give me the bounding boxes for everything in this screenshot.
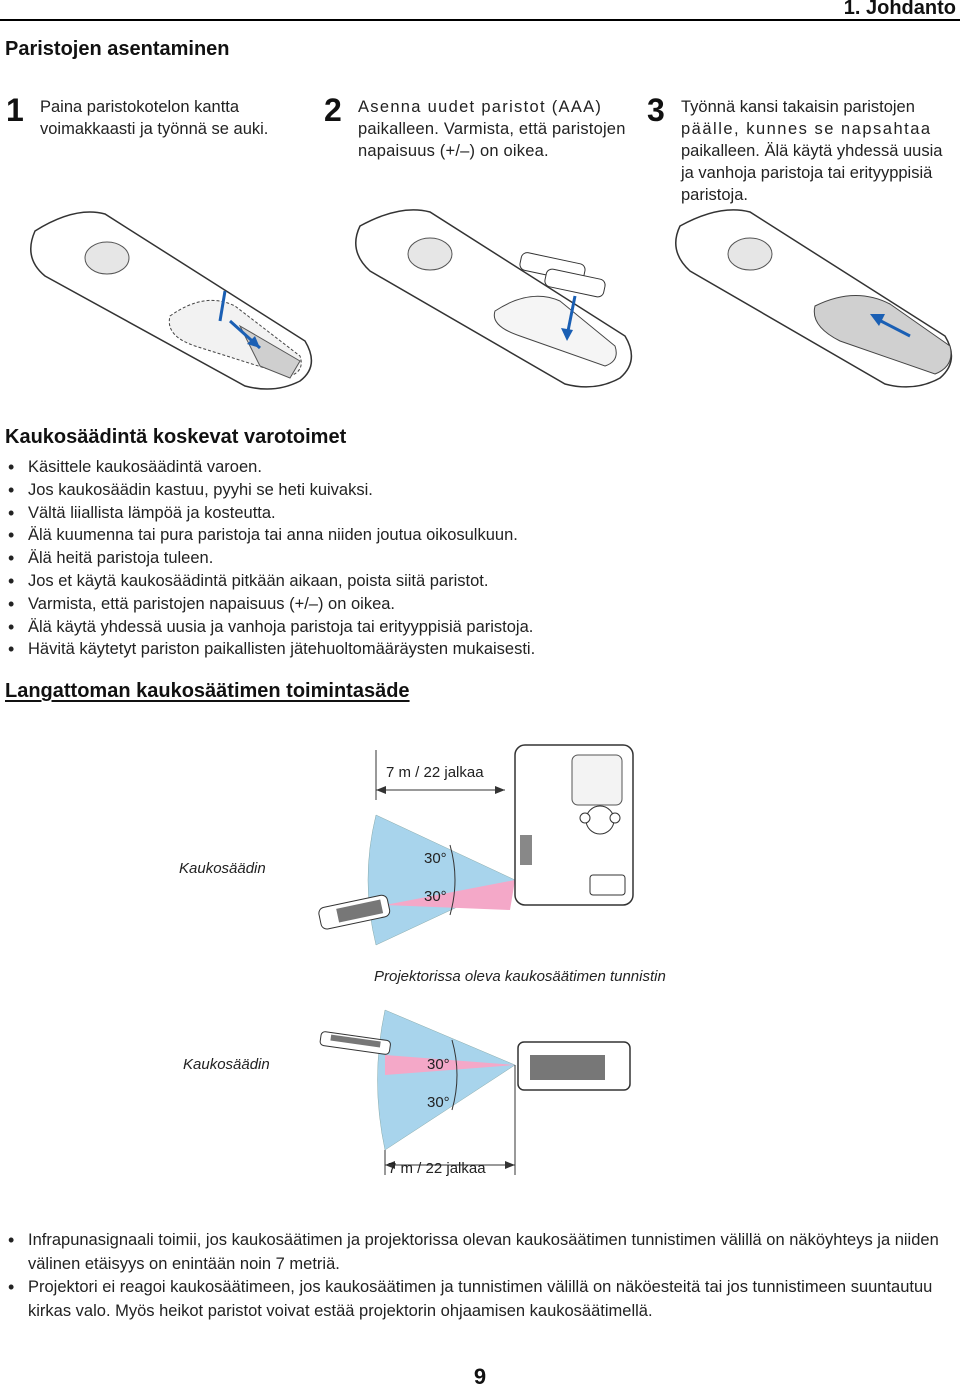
distance-label: 7 m / 22 jalkaa: [386, 764, 484, 781]
coverage-cone: [377, 1009, 516, 1151]
step-line: paikalleen. Älä käytä yhdessä uusia: [681, 142, 943, 160]
sensor-label: Projektorissa oleva kaukosäätimen tunnis…: [374, 968, 666, 985]
remote-button-icon: [727, 237, 773, 271]
remote-control-icon: [319, 1031, 391, 1055]
remote-close-cover-illustration: [675, 209, 953, 388]
range-diagram-top: 7 m / 22 jalkaa Kaukosäädin 30° 30° Proj…: [0, 740, 960, 990]
coverage-cone: [367, 814, 516, 946]
battery-icon: [544, 268, 606, 298]
step-line: napaisuus (+/–) on oikea.: [358, 142, 549, 160]
header-rule: [0, 19, 960, 21]
list-item: Hävitä käytetyt pariston paikallisten jä…: [8, 638, 535, 661]
range-diagram-bottom-graphic: [319, 1009, 631, 1175]
chapter-title: 1. Johdanto: [843, 0, 956, 19]
step-line: paikalleen. Varmista, että paristojen: [358, 120, 626, 138]
step-number: 1: [6, 92, 24, 128]
step-text: Työnnä kansi takaisin paristojen päälle,…: [681, 96, 942, 206]
step-line: Asenna uudet paristot (AAA): [358, 98, 603, 116]
step-number: 3: [647, 92, 665, 128]
distance-label: 7 m / 22 jalkaa: [388, 1160, 486, 1177]
step-line: Paina paristokotelon kantta: [40, 98, 240, 116]
section-title-precautions: Kaukosäädintä koskevat varotoimet: [5, 426, 347, 448]
remote-button-icon: [84, 241, 130, 275]
range-diagram-top-graphic: [318, 744, 634, 946]
step-text: Paina paristokotelon kantta voimakkaasti…: [40, 96, 268, 140]
step-number: 2: [324, 92, 342, 128]
list-item: Jos et käytä kaukosäädintä pitkään aikaa…: [8, 570, 535, 593]
angle-upper-label: 30°: [424, 850, 447, 867]
step-line: Työnnä kansi takaisin paristojen: [681, 98, 915, 116]
arrow-down-icon: [218, 290, 227, 322]
step-line: päälle, kunnes se napsahtaa: [681, 120, 932, 138]
ir-beam: [385, 880, 515, 910]
remote-button-icon: [407, 237, 453, 271]
angle-lower-label: 30°: [427, 1094, 450, 1111]
step-line: ja vanhoja paristoja tai erityyppisiä: [681, 164, 933, 182]
angle-lower-label: 30°: [424, 888, 447, 905]
list-item: Älä kuumenna tai pura paristoja tai anna…: [8, 524, 535, 547]
angle-upper-label: 30°: [427, 1056, 450, 1073]
list-item: Älä heitä paristoja tuleen.: [8, 547, 535, 570]
section-title-battery-install: Paristojen asentaminen: [5, 38, 230, 60]
remote-label: Kaukosäädin: [179, 860, 266, 877]
list-item: Älä käytä yhdessä uusia ja vanhoja paris…: [8, 616, 535, 639]
step-text: Asenna uudet paristot (AAA) paikalleen. …: [358, 96, 626, 162]
list-item: Varmista, että paristojen napaisuus (+/–…: [8, 593, 535, 616]
chapter-header: 1. Johdanto: [0, 0, 960, 21]
list-item: Käsittele kaukosäädintä varoen.: [8, 456, 535, 479]
precautions-list: Käsittele kaukosäädintä varoen. Jos kauk…: [8, 456, 535, 661]
remote-label: Kaukosäädin: [183, 1056, 270, 1073]
list-item: Projektori ei reagoi kaukosäätimeen, jos…: [8, 1276, 958, 1323]
list-item: Jos kaukosäädin kastuu, pyyhi se heti ku…: [8, 479, 535, 502]
section-title-range: Langattoman kaukosäätimen toimintasäde: [5, 680, 410, 702]
list-item: Infrapunasignaali toimii, jos kaukosääti…: [8, 1229, 958, 1276]
list-item: Vältä liiallista lämpöä ja kosteutta.: [8, 502, 535, 525]
page-number: 9: [473, 1364, 487, 1389]
step-line: paristoja.: [681, 186, 748, 204]
range-diagram-bottom: Kaukosäädin 30° 30° 7 m / 22 jalkaa: [0, 1000, 960, 1190]
remote-insert-batteries-illustration: [355, 209, 633, 388]
remote-open-cover-illustration: [30, 211, 313, 390]
range-notes-list: Infrapunasignaali toimii, jos kaukosääti…: [8, 1229, 958, 1323]
ir-beam: [385, 1055, 515, 1075]
remote-control-icon: [318, 894, 391, 930]
step-line: voimakkaasti ja työnnä se auki.: [40, 120, 269, 138]
